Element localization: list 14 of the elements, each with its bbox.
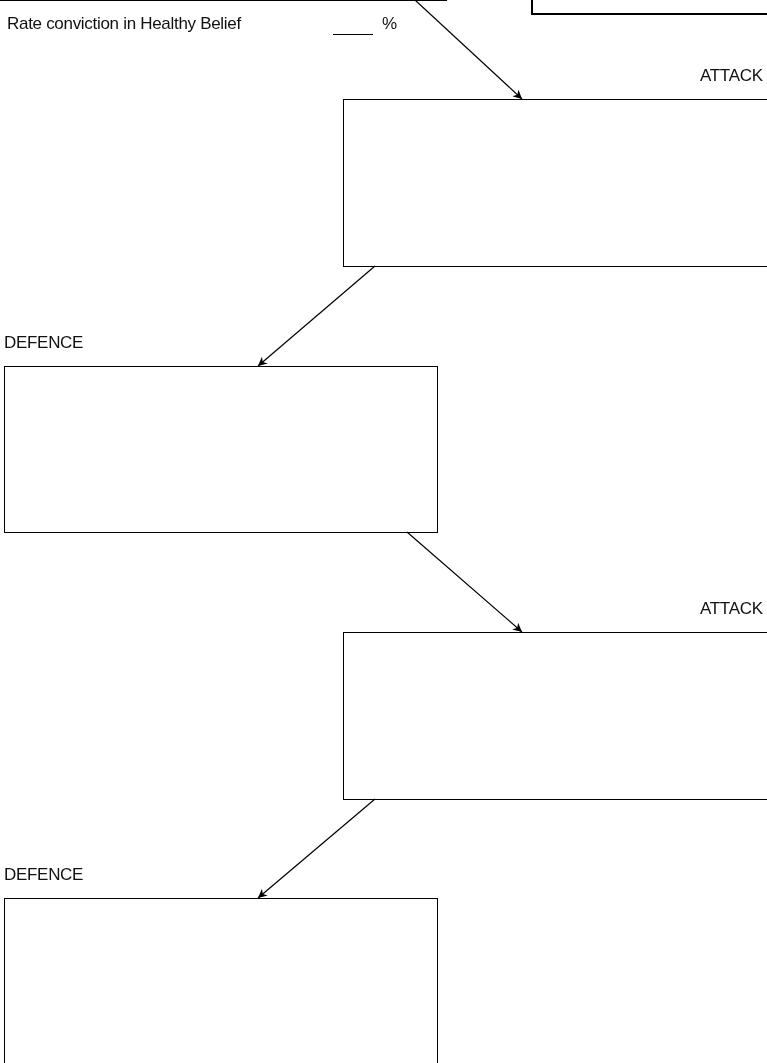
response-box xyxy=(343,99,767,267)
response-box xyxy=(343,632,767,800)
percent-sign: % xyxy=(382,14,397,34)
arrow xyxy=(414,0,523,100)
box-heading: ATTACK xyxy=(700,599,763,619)
arrow xyxy=(406,531,523,633)
rating-prompt: Rate conviction in Healthy Belief xyxy=(7,14,241,34)
arrow xyxy=(257,265,376,367)
box-heading: ATTACK xyxy=(700,66,763,86)
response-box xyxy=(4,898,438,1063)
arrow xyxy=(257,798,376,899)
box-heading: DEFENCE xyxy=(4,333,84,353)
box-heading: DEFENCE xyxy=(4,865,84,885)
response-box xyxy=(4,366,438,533)
